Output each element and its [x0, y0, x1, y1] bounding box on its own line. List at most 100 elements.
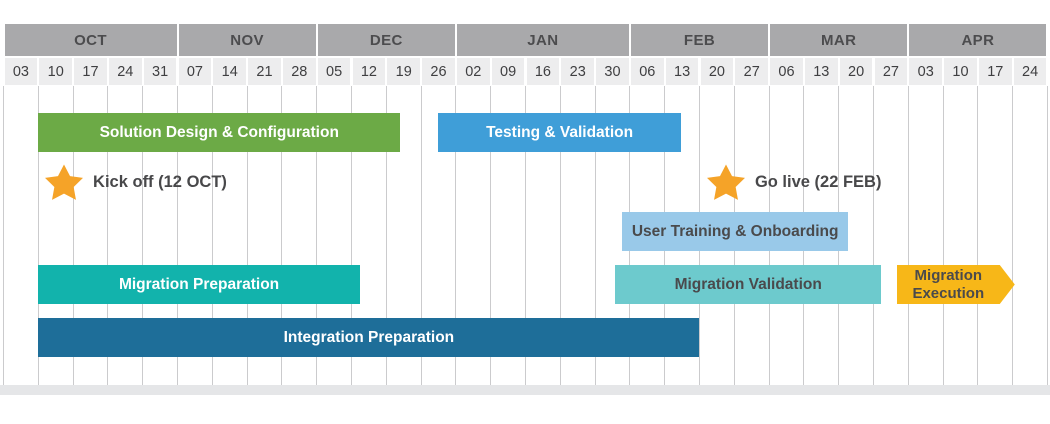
week-label: 16 [534, 63, 551, 80]
week-cell-dec-05: 05 [317, 58, 351, 85]
gridline [873, 86, 874, 385]
month-label: JAN [527, 31, 559, 49]
week-label: 28 [291, 63, 308, 80]
gridline [211, 86, 213, 385]
gridline [37, 86, 39, 385]
week-label: 13 [813, 63, 830, 80]
week-cell-jan-23: 23 [561, 58, 595, 85]
week-cell-oct-03: 03 [4, 58, 38, 85]
gridline [490, 86, 492, 385]
kick-off-label: Kick off (12 OCT) [93, 173, 227, 191]
week-label: 31 [152, 63, 169, 80]
week-cell-oct-24: 24 [108, 58, 142, 85]
week-cell-nov-07: 07 [178, 58, 212, 85]
week-cell-feb-20: 20 [700, 58, 734, 85]
week-label: 27 [882, 63, 899, 80]
migration-preparation-bar[interactable]: Migration Preparation [38, 265, 360, 304]
gridline [420, 86, 422, 385]
week-cell-oct-17: 17 [74, 58, 107, 85]
gridline [1012, 86, 1014, 385]
task-label: Integration Preparation [283, 328, 455, 346]
month-label: FEB [683, 31, 716, 49]
horizontal-scrollbar-track [0, 385, 1050, 395]
week-cell-feb-27: 27 [735, 58, 769, 85]
task-label: User Training & Onboarding [631, 222, 839, 240]
user-training-onboarding-bar[interactable]: User Training & Onboarding [621, 212, 849, 251]
gridline [72, 86, 74, 385]
month-label: APR [961, 31, 995, 49]
gridline [455, 86, 457, 385]
week-label: 06 [639, 63, 656, 80]
gridline [177, 86, 178, 385]
gridline [907, 86, 909, 385]
gridline [351, 86, 352, 385]
week-cell-jan-16: 16 [526, 58, 560, 85]
week-label: 20 [848, 63, 865, 80]
week-cell-jan-30: 30 [596, 58, 629, 85]
week-label: 13 [674, 63, 691, 80]
month-cell-oct: OCT [4, 24, 177, 56]
week-cell-apr-17: 17 [978, 58, 1012, 85]
week-label: 23 [569, 63, 586, 80]
week-label: 21 [256, 63, 273, 80]
kick-off-star-icon[interactable] [44, 164, 84, 201]
week-label: 17 [82, 63, 99, 80]
week-cell-apr-10: 10 [944, 58, 977, 85]
month-cell-mar: MAR [770, 24, 908, 56]
week-label: 10 [47, 63, 64, 80]
week-cell-oct-31: 31 [143, 58, 177, 85]
week-cell-dec-26: 26 [422, 58, 455, 85]
gridline [594, 86, 596, 385]
week-cell-nov-28: 28 [282, 58, 316, 85]
gridline [942, 86, 944, 385]
gridline [107, 86, 109, 385]
gridline [142, 86, 144, 385]
gridline [977, 86, 979, 385]
task-label: Migration Validation [674, 275, 822, 293]
week-label: 27 [743, 63, 760, 80]
month-label: OCT [74, 31, 107, 49]
task-label: Testing & Validation [486, 123, 634, 141]
task-label: Migration Preparation [118, 275, 280, 293]
task-label: Migration Execution [912, 266, 985, 302]
integration-preparation-bar[interactable]: Integration Preparation [38, 318, 700, 357]
week-cell-oct-10: 10 [39, 58, 73, 85]
gridline [316, 86, 318, 385]
gridline [3, 86, 4, 385]
task-label: Solution Design & Configuration [99, 123, 339, 141]
month-cell-feb: FEB [630, 24, 769, 56]
week-label: 07 [186, 63, 203, 80]
week-label: 03 [12, 63, 29, 80]
week-label: 26 [430, 63, 447, 80]
week-label: 30 [604, 63, 621, 80]
week-cell-feb-06: 06 [630, 58, 664, 85]
week-cell-nov-21: 21 [248, 58, 281, 85]
week-label: 09 [500, 63, 517, 80]
week-label: 02 [465, 63, 482, 80]
week-cell-mar-13: 13 [804, 58, 838, 85]
go-live-star-icon[interactable] [706, 164, 746, 201]
migration-execution-bar[interactable]: Migration Execution [897, 265, 1015, 304]
migration-validation-bar[interactable]: Migration Validation [614, 265, 882, 304]
week-label: 17 [987, 63, 1004, 80]
week-cell-jan-09: 09 [491, 58, 525, 85]
week-label: 05 [326, 63, 343, 80]
month-cell-apr: APR [909, 24, 1047, 56]
solution-design-configuration-bar[interactable]: Solution Design & Configuration [38, 113, 401, 152]
week-cell-dec-19: 19 [387, 58, 421, 85]
week-cell-mar-27: 27 [874, 58, 908, 85]
week-label: 24 [1022, 63, 1039, 80]
week-label: 20 [708, 63, 725, 80]
week-label: 10 [952, 63, 969, 80]
gridline [385, 86, 387, 385]
month-cell-dec: DEC [317, 24, 455, 56]
month-label: DEC [369, 31, 403, 49]
week-cell-dec-12: 12 [352, 58, 386, 85]
week-cell-apr-03: 03 [909, 58, 943, 85]
month-cell-jan: JAN [456, 24, 629, 56]
gridline [525, 86, 526, 385]
week-label: 03 [917, 63, 934, 80]
testing-validation-bar[interactable]: Testing & Validation [438, 113, 682, 152]
week-cell-feb-13: 13 [665, 58, 699, 85]
